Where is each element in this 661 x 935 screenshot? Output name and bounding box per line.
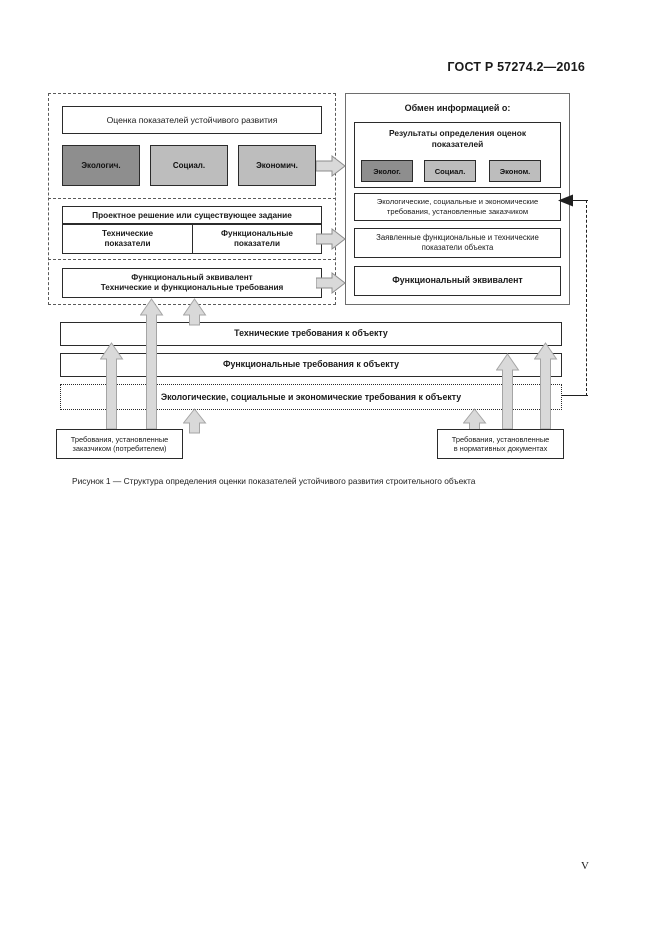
page-folio: V <box>581 860 589 872</box>
functional-equivalent-right-label: Функциональный эквивалент <box>392 275 523 286</box>
flow-arrow-up-left-tall <box>140 298 164 430</box>
design-decision-header-label: Проектное решение или существующее задан… <box>92 209 292 220</box>
customer-source-box: Требования, установленные заказчиком (по… <box>56 429 183 459</box>
flow-arrow-up-right-mid <box>496 353 520 430</box>
chip-ekonomich: Экономич. <box>238 145 316 186</box>
feedback-connector-top <box>572 200 588 201</box>
technical-indicators-cell: Технические показатели <box>62 224 192 254</box>
flow-arrow-right-2 <box>316 228 346 250</box>
eco-social-economic-requirements-bar: Экологические, социальные и экономически… <box>60 384 562 410</box>
flow-arrow-up-left-short <box>183 408 207 434</box>
functional-requirements-bar-label: Функциональные требования к объекту <box>222 359 400 370</box>
chip-social-right: Социал. <box>424 160 476 182</box>
chip-ekologich-label: Экологич. <box>81 161 121 170</box>
functional-requirements-bar: Функциональные требования к объекту <box>60 353 562 377</box>
flow-arrow-right-1 <box>316 155 346 177</box>
standard-header: ГОСТ Р 57274.2—2016 <box>447 60 585 74</box>
feedback-connector-vertical <box>586 200 587 396</box>
chip-ekologich: Экологич. <box>62 145 140 186</box>
functional-equivalent-left-box: Функциональный эквивалент Технические и … <box>62 268 322 298</box>
assessment-title-label: Оценка показателей устойчивого развития <box>106 114 278 125</box>
customer-source-line1: Требования, установленные <box>70 434 169 444</box>
chip-ekonomich-label: Экономич. <box>256 161 298 170</box>
technical-indicators-line1: Технические <box>101 228 153 238</box>
normative-source-line2: в нормативных документах <box>453 444 548 453</box>
customer-source-line2: заказчиком (потребителем) <box>72 444 167 453</box>
flow-arrow-right-3 <box>316 272 346 294</box>
design-decision-header: Проектное решение или существующее задан… <box>62 206 322 224</box>
declared-indicators-box: Заявленные функциональные и технические … <box>354 228 561 258</box>
figure-1: Оценка показателей устойчивого развития … <box>48 93 588 459</box>
chip-social: Социал. <box>150 145 228 186</box>
flow-arrow-up-left-mid <box>100 342 124 430</box>
chip-ekolog: Эколог. <box>361 160 413 182</box>
feedback-connector-horizontal <box>562 395 588 396</box>
customer-requirements-box: Экологические, социальные и экономически… <box>354 193 561 221</box>
normative-source-box: Требования, установленные в нормативных … <box>437 429 564 459</box>
chip-ekolog-label: Эколог. <box>373 166 401 176</box>
technical-requirements-bar-label: Технические требования к объекту <box>234 328 388 339</box>
feedback-arrowhead-icon <box>558 194 574 207</box>
customer-requirements-line1: Экологические, социальные и экономически… <box>376 197 539 207</box>
technical-requirements-bar: Технические требования к объекту <box>60 322 562 346</box>
flow-arrow-up-left-equivalent <box>183 298 207 326</box>
functional-equivalent-left-line1: Функциональный эквивалент <box>131 272 253 282</box>
results-heading-line1: Результаты определения оценок <box>388 128 527 138</box>
chip-ekonom: Эконом. <box>489 160 541 182</box>
exchange-info-title: Обмен информацией о: <box>345 100 570 116</box>
declared-indicators-line2: показатели объекта <box>421 243 494 252</box>
chip-social-right-label: Социал. <box>434 166 466 176</box>
chip-social-label: Социал. <box>172 161 206 170</box>
left-panel-divider-1 <box>48 198 336 199</box>
assessment-title-box: Оценка показателей устойчивого развития <box>62 106 322 134</box>
flow-arrow-up-right-tall <box>534 342 558 430</box>
results-heading-line2: показателей <box>431 138 484 149</box>
figure-caption: Рисунок 1 — Структура определения оценки… <box>72 476 476 486</box>
functional-equivalent-right-box: Функциональный эквивалент <box>354 266 561 296</box>
customer-requirements-line2: требования, установленные заказчиком <box>386 207 529 216</box>
exchange-info-title-label: Обмен информацией о: <box>404 103 511 113</box>
technical-indicators-line2: показатели <box>104 239 151 248</box>
functional-indicators-line1: Функциональные <box>221 228 293 238</box>
normative-source-line1: Требования, установленные <box>451 434 550 444</box>
declared-indicators-line1: Заявленные функциональные и технические <box>376 233 539 243</box>
functional-indicators-cell: Функциональные показатели <box>192 224 322 254</box>
left-panel-divider-2 <box>48 259 336 260</box>
functional-equivalent-left-line2: Технические и функциональные требования <box>100 283 284 292</box>
functional-indicators-line2: показатели <box>233 239 280 248</box>
eco-social-economic-requirements-bar-label: Экологические, социальные и экономически… <box>160 392 462 402</box>
chip-ekonom-label: Эконом. <box>499 166 531 176</box>
